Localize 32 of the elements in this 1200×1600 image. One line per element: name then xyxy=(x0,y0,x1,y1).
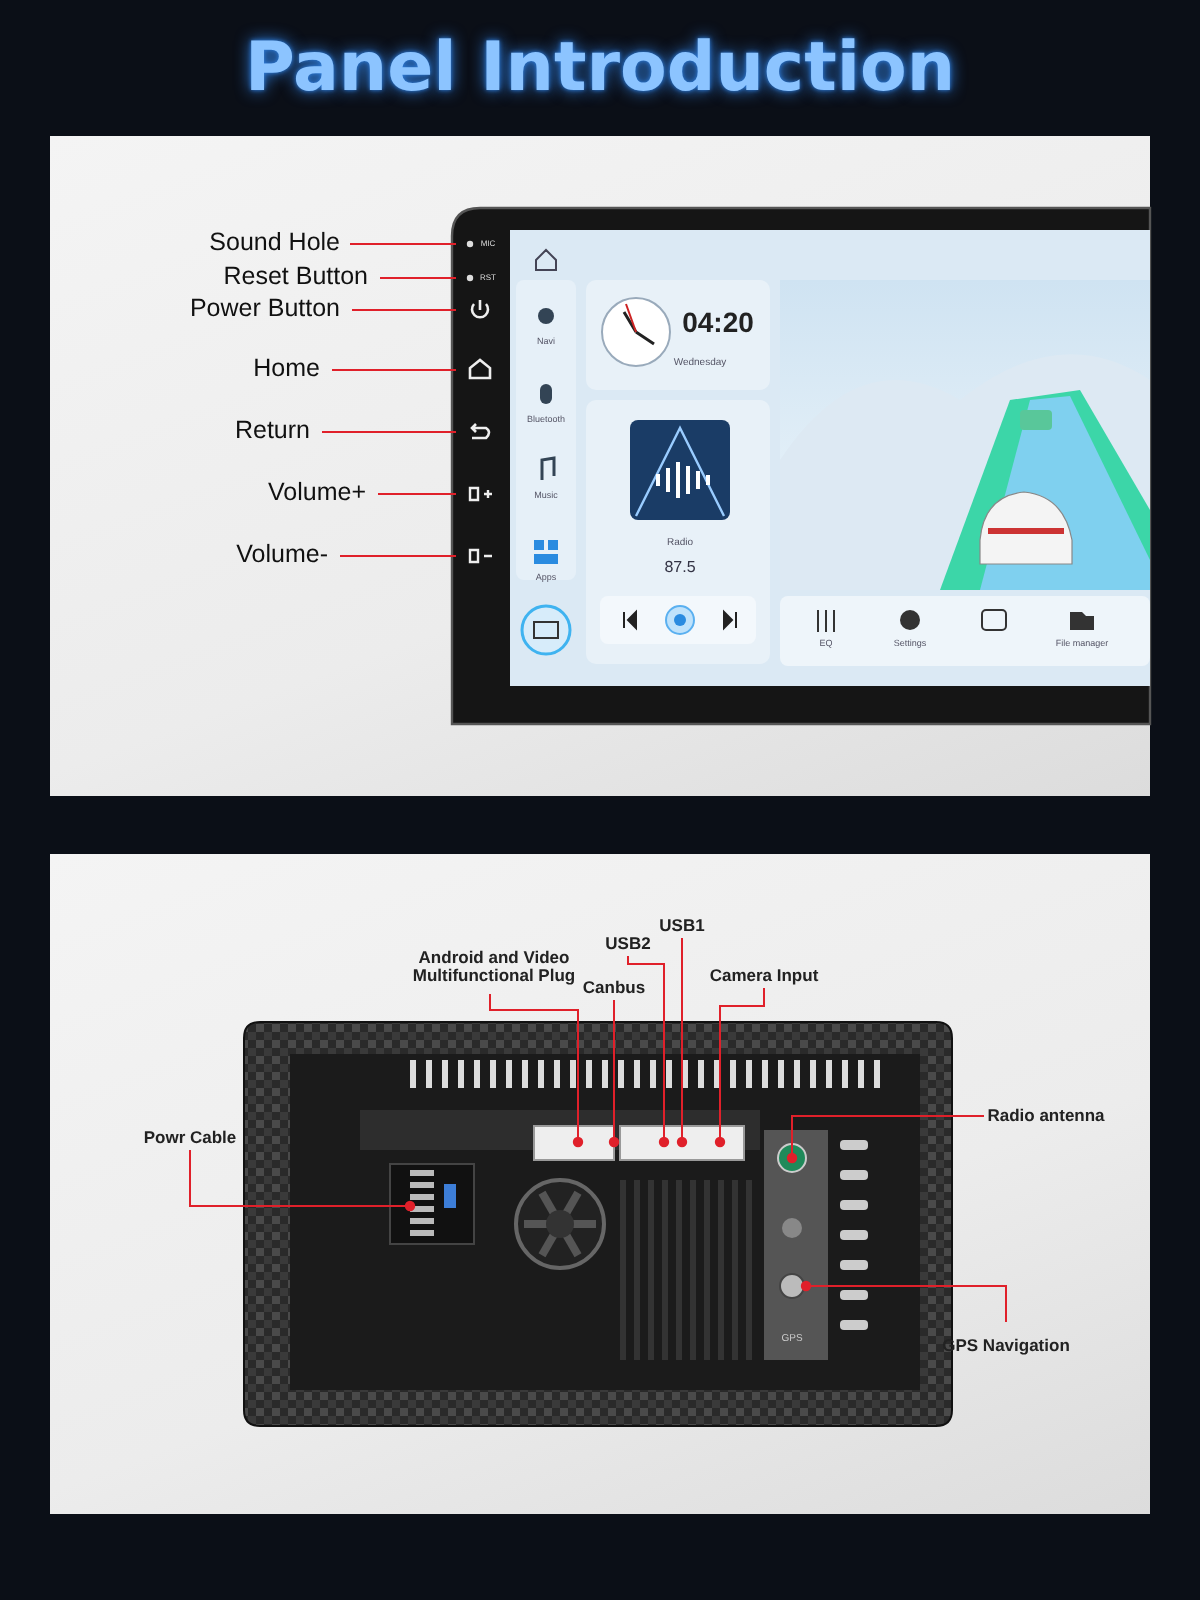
callout-label: Canbus xyxy=(582,978,646,998)
leader-line xyxy=(331,369,457,371)
leader-line xyxy=(189,1149,416,1212)
frequency-text: 87.5 xyxy=(664,560,696,576)
callout-label: Radio antenna xyxy=(987,1106,1105,1126)
callout-label: Powr Cable xyxy=(143,1128,237,1148)
leader-line xyxy=(339,555,457,557)
leader-line xyxy=(489,993,584,1148)
callout-label: Android and Video Multifunctional Plug xyxy=(402,949,586,987)
leader-line xyxy=(800,1280,1007,1323)
callout-label: Return xyxy=(234,417,310,445)
callout-label: Power Button xyxy=(189,295,340,323)
leader-line xyxy=(676,937,688,1148)
callout-label: Volume+ xyxy=(268,479,366,507)
leader-line xyxy=(349,243,457,245)
leader-line xyxy=(351,309,457,311)
leader-line xyxy=(627,955,670,1148)
leader-line xyxy=(714,987,765,1148)
leader-line xyxy=(608,999,620,1148)
callout-label: Sound Hole xyxy=(209,229,340,257)
callout-label: Home xyxy=(253,355,320,383)
callout-label: USB1 xyxy=(659,916,705,936)
page-title: Panel Introduction xyxy=(242,28,958,108)
callout-label: Camera Input xyxy=(709,966,819,986)
callout-label: Reset Button xyxy=(223,263,368,291)
callout-label: USB2 xyxy=(605,934,651,954)
leader-line xyxy=(786,1115,985,1164)
callout-label: Volume- xyxy=(236,541,328,569)
leader-line xyxy=(379,277,457,279)
leader-line xyxy=(377,493,457,495)
leader-line xyxy=(321,431,457,433)
clock-time: 04:20 xyxy=(682,308,754,336)
